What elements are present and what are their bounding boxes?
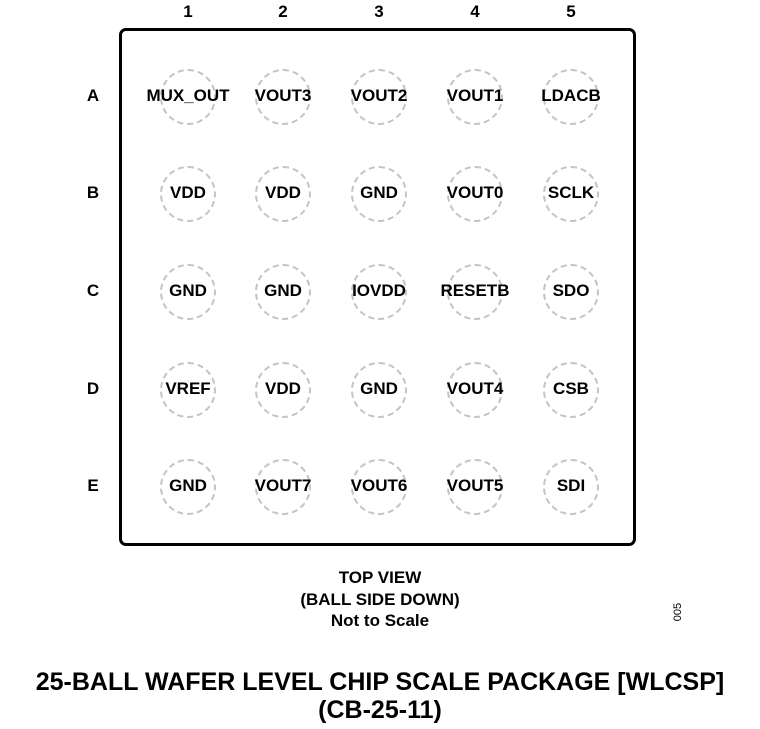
- pin-label-d4: VOUT4: [446, 379, 504, 398]
- ball-a3: [351, 69, 407, 125]
- package-code: (CB-25-11): [318, 696, 442, 724]
- pin-label-d3: GND: [360, 379, 398, 398]
- pin-label-e5: SDI: [556, 476, 586, 495]
- pin-label-c4: RESETB: [440, 281, 510, 300]
- ball-c3: [351, 264, 407, 320]
- pin-label-c2: GND: [264, 281, 302, 300]
- pin-label-c1: GND: [169, 281, 207, 300]
- pin-label-c3: IOVDD: [352, 281, 406, 300]
- column-label-1: 1: [183, 2, 193, 21]
- column-label-5: 5: [566, 2, 576, 21]
- ball-e3: [351, 459, 407, 515]
- package-title: 25-BALL WAFER LEVEL CHIP SCALE PACKAGE […: [35, 668, 725, 696]
- ball-e2: [255, 459, 311, 515]
- pin-label-b3: GND: [360, 183, 398, 202]
- pin-label-a4: VOUT1: [446, 86, 504, 105]
- package-outline: [119, 28, 636, 546]
- ball-c4: [447, 264, 503, 320]
- row-label-b: B: [86, 183, 100, 202]
- ball-b3: [351, 166, 407, 222]
- row-label-a: A: [86, 86, 100, 105]
- view-caption-line1: TOP VIEW: [338, 568, 422, 587]
- pin-label-a1: MUX_OUT: [146, 86, 230, 105]
- pin-label-d1: VREF: [165, 379, 211, 398]
- ball-a1: [160, 69, 216, 125]
- column-label-2: 2: [278, 2, 288, 21]
- ball-e4: [447, 459, 503, 515]
- pin-label-e3: VOUT6: [350, 476, 408, 495]
- pin-label-b4: VOUT0: [446, 183, 504, 202]
- pin-label-b5: SCLK: [547, 183, 595, 202]
- ball-d2: [255, 362, 311, 418]
- ball-b2: [255, 166, 311, 222]
- pin-label-c5: SDO: [552, 281, 590, 300]
- ball-e5: [543, 459, 599, 515]
- pin-label-a2: VOUT3: [254, 86, 312, 105]
- ball-b5: [543, 166, 599, 222]
- ball-d5: [543, 362, 599, 418]
- ball-c5: [543, 264, 599, 320]
- figure-number: 005: [672, 602, 684, 622]
- pin-label-d5: CSB: [553, 379, 589, 398]
- pin-label-a5: LDACB: [541, 86, 601, 105]
- view-caption-line3: Not to Scale: [330, 611, 430, 630]
- column-label-4: 4: [470, 2, 480, 21]
- ball-d4: [447, 362, 503, 418]
- ball-e1: [160, 459, 216, 515]
- view-caption-line2: (BALL SIDE DOWN): [300, 590, 460, 609]
- ball-d1: [160, 362, 216, 418]
- row-label-c: C: [86, 281, 100, 300]
- pin-label-a3: VOUT2: [350, 86, 408, 105]
- pin-label-b2: VDD: [265, 183, 301, 202]
- ball-a4: [447, 69, 503, 125]
- ball-a2: [255, 69, 311, 125]
- pin-label-d2: VDD: [265, 379, 301, 398]
- ball-c2: [255, 264, 311, 320]
- pin-label-e1: GND: [169, 476, 207, 495]
- ball-b1: [160, 166, 216, 222]
- row-label-d: D: [86, 379, 100, 398]
- row-label-e: E: [87, 476, 99, 495]
- ball-d3: [351, 362, 407, 418]
- pin-label-e2: VOUT7: [254, 476, 312, 495]
- ball-c1: [160, 264, 216, 320]
- ball-a5: [543, 69, 599, 125]
- ball-b4: [447, 166, 503, 222]
- column-label-3: 3: [374, 2, 384, 21]
- pin-label-e4: VOUT5: [446, 476, 504, 495]
- pin-label-b1: VDD: [170, 183, 206, 202]
